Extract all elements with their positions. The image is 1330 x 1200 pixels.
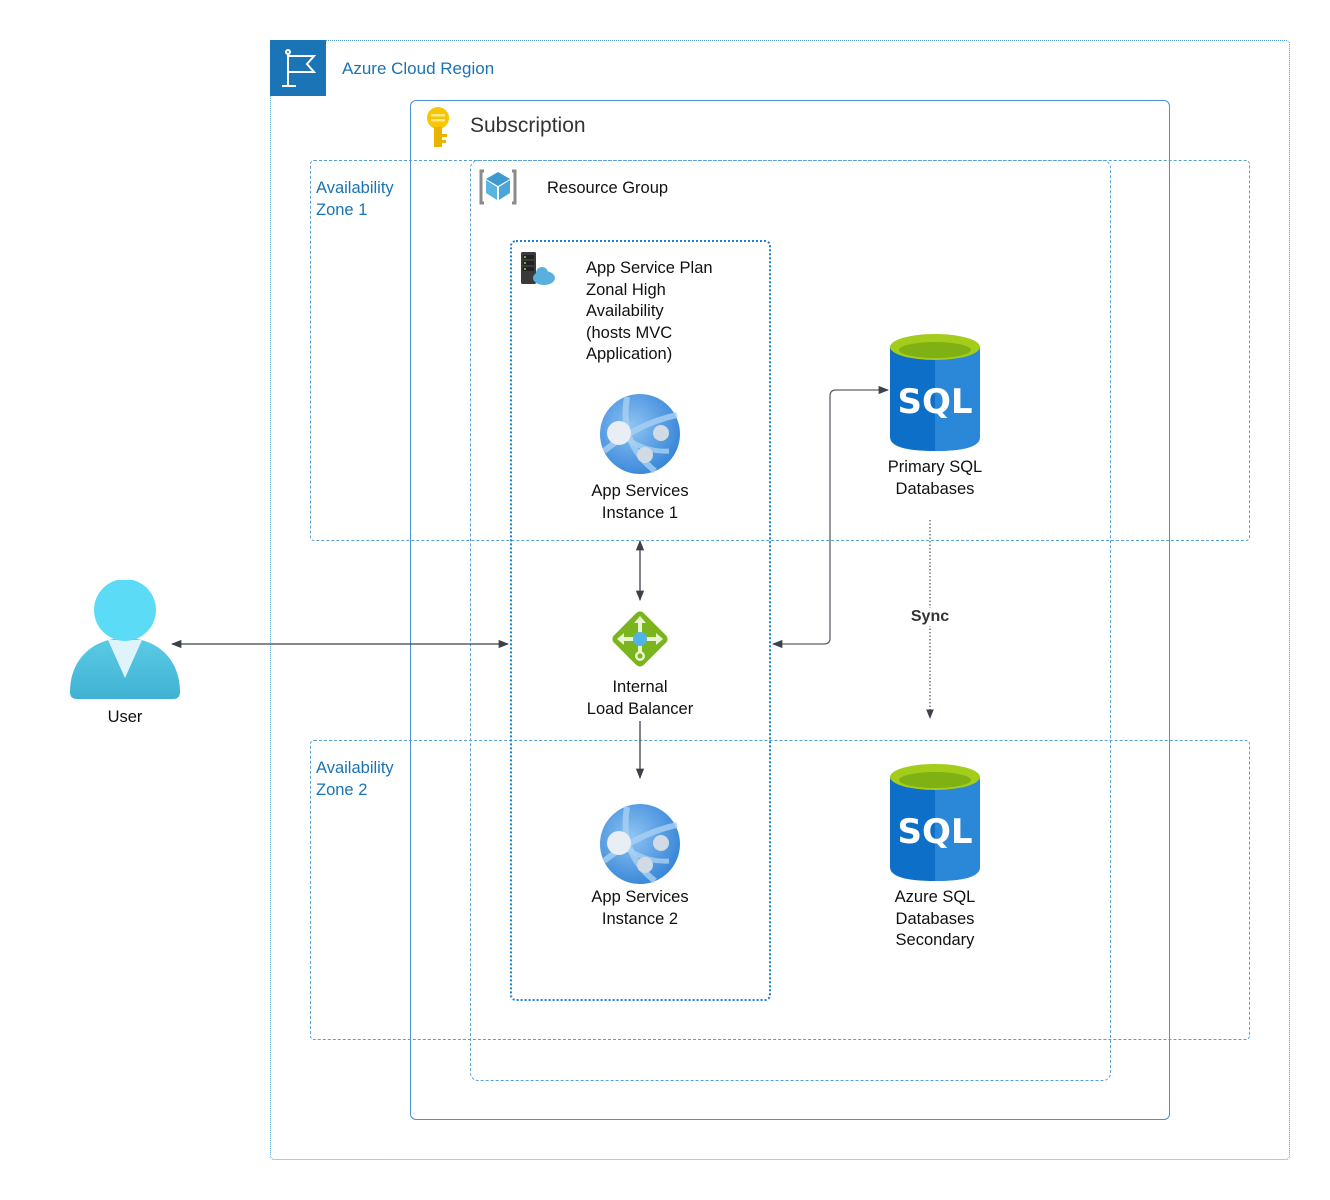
app1-label-line1: App Services (591, 482, 689, 500)
sql-primary-label-line2: Databases (895, 479, 975, 498)
flag-icon (282, 49, 317, 87)
sql-primary-label-line1: Primary SQL (887, 458, 983, 476)
app2-label: App Services Instance 2 (560, 887, 720, 930)
resource-group-container (470, 160, 1111, 1081)
asp-line: Availability (586, 302, 664, 320)
azure-cloud-region-container (270, 40, 1290, 1160)
app1-label-line2: Instance 1 (601, 503, 679, 522)
region-flag-badge (270, 40, 326, 96)
app-service-plan-icon (521, 252, 555, 285)
app-service-plan-label: App Service Plan Zonal High Availability… (586, 258, 713, 366)
sql-database-icon[interactable]: SQL (888, 333, 982, 453)
subscription-container (410, 100, 1170, 1120)
zone1-label: Availability Zone 1 (316, 178, 394, 221)
app1-label: App Services Instance 1 (560, 481, 720, 524)
zone2-label-line1: Availability (316, 759, 394, 777)
sync-label: Sync (900, 608, 960, 626)
app-service-plan-container (510, 240, 771, 1001)
asp-line: Zonal High (586, 280, 666, 299)
zone2-label: Availability Zone 2 (316, 758, 394, 801)
lb-label: Internal Load Balancer (560, 677, 720, 720)
lb-label-line1: Internal (612, 678, 668, 696)
user-label: User (107, 708, 143, 726)
sql-glyph: SQL (897, 812, 972, 852)
sql-secondary-label-line1: Azure SQL (894, 888, 976, 906)
region-label: Azure Cloud Region (342, 59, 495, 78)
app-service-globe-icon[interactable] (599, 803, 681, 885)
asp-line: (hosts MVC (586, 323, 673, 342)
sql-database-icon[interactable]: SQL (888, 763, 982, 883)
resource-group-cube-icon (479, 169, 517, 205)
sql-secondary-label: Azure SQL Databases Secondary (855, 887, 1015, 952)
zone2-label-line2: Zone 2 (316, 780, 368, 799)
app-service-globe-icon[interactable] (599, 393, 681, 475)
app2-label-line2: Instance 2 (601, 909, 679, 928)
availability-zone-2 (310, 740, 1250, 1040)
sql-primary-label: Primary SQL Databases (855, 457, 1015, 500)
app2-label-line1: App Services (591, 888, 689, 906)
sql-secondary-label-line2: Databases (895, 909, 975, 928)
zone1-label-line1: Availability (316, 179, 394, 197)
resource-group-label: Resource Group (547, 179, 669, 197)
asp-line: App Service Plan (586, 259, 713, 277)
key-icon (427, 107, 449, 147)
zone1-label-line2: Zone 1 (316, 200, 368, 219)
asp-line: Application) (586, 345, 673, 363)
sql-secondary-label-line3: Secondary (895, 931, 975, 949)
load-balancer-icon[interactable] (610, 609, 670, 669)
lb-label-line2: Load Balancer (586, 699, 694, 718)
user-icon[interactable] (70, 580, 180, 700)
subscription-label: Subscription (470, 114, 586, 137)
sql-glyph: SQL (897, 382, 972, 422)
